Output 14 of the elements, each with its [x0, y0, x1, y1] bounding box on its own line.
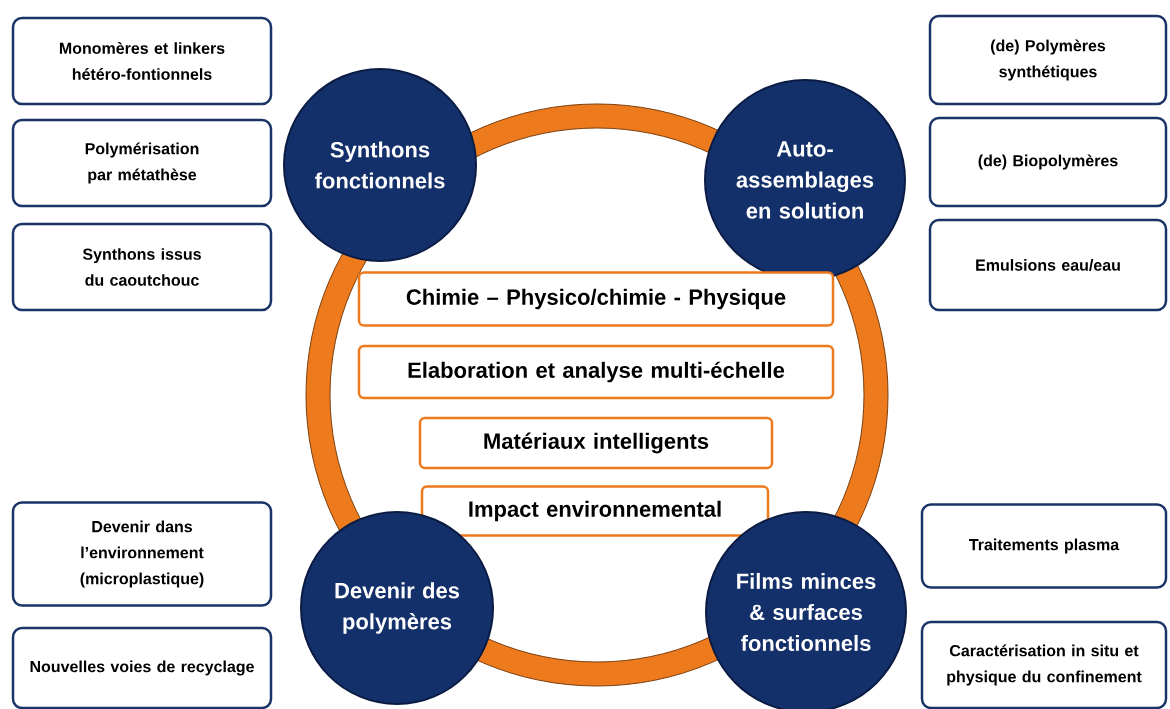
axis-box: Elaboration et analyse multi-échelle	[357, 344, 835, 400]
topic-box: Polymérisation par métathèse	[11, 118, 273, 208]
topic-box: Caractérisation in situ et physique du confinement	[920, 620, 1168, 709]
topic-box: Synthons issus du caoutchouc	[11, 222, 273, 312]
topic-box: Devenir dans l’environnement (microplastique)	[11, 501, 273, 607]
topic-box: (de) Polymères synthétiques	[928, 14, 1168, 106]
topic-box: Emulsions eau/eau	[928, 218, 1168, 312]
topic-box: Monomères et linkers hétéro-fontionnels	[11, 16, 273, 106]
topic-box: (de) Biopolymères	[928, 116, 1168, 208]
topic-box: Traitements plasma	[920, 503, 1168, 589]
axis-box: Matériaux intelligents	[418, 416, 774, 470]
axis-box: Chimie – Physico/chimie - Physique	[357, 271, 835, 327]
axis-box: Impact environnemental	[420, 485, 770, 537]
topic-box: Nouvelles voies de recyclage	[11, 626, 273, 709]
